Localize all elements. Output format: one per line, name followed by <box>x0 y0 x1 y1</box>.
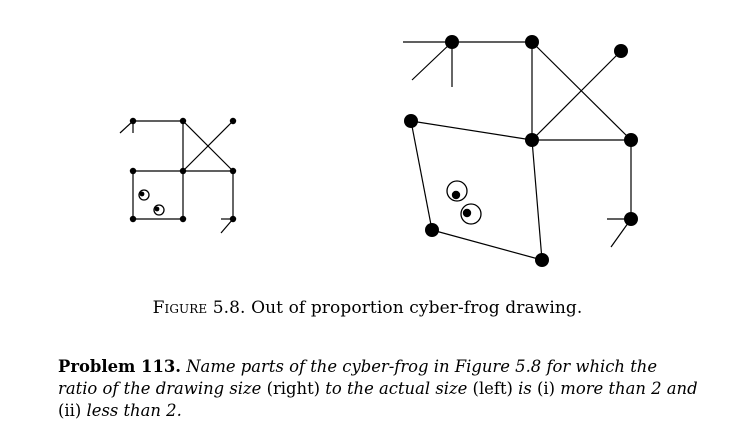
eye-ring <box>460 203 482 225</box>
vertex <box>445 35 459 49</box>
small-frog <box>119 117 237 234</box>
edge <box>410 120 533 141</box>
eye-pupil <box>139 191 145 197</box>
problem-text: is <box>518 379 532 398</box>
edge <box>410 120 433 231</box>
vertex <box>425 223 439 237</box>
edge <box>531 139 543 261</box>
edge <box>431 229 543 261</box>
figure-caption: Figure 5.8. Out of proportion cyber-frog… <box>0 298 735 318</box>
eye-pupil <box>451 190 461 200</box>
vertex <box>525 133 539 147</box>
problem-text: (left) <box>472 379 513 398</box>
eye-ring <box>153 204 165 216</box>
vertex <box>229 215 237 223</box>
eye-pupil <box>154 206 160 212</box>
problem-text: Name parts of the cyber-frog in Figure 5… <box>58 357 658 398</box>
vertex <box>525 35 539 49</box>
vertex <box>129 117 137 125</box>
problem-label: Problem 113. <box>58 357 181 376</box>
figure-5-8 <box>119 35 638 267</box>
vertex <box>624 212 638 226</box>
vertex <box>179 117 187 125</box>
eye-pupil <box>462 208 472 218</box>
caption-label: Figure 5.8. <box>152 298 246 318</box>
caption-text: Out of proportion cyber-frog drawing. <box>251 298 583 318</box>
problem-text: (i) <box>537 379 556 398</box>
large-frog <box>403 35 638 267</box>
vertex <box>179 167 187 175</box>
problem-text: more than 2 and <box>560 379 698 398</box>
vertex <box>129 167 137 175</box>
problem-text: to the actual size <box>325 379 468 398</box>
edge <box>531 50 622 141</box>
vertex <box>179 215 187 223</box>
edge <box>182 120 234 172</box>
vertex <box>535 253 549 267</box>
vertex <box>624 133 638 147</box>
vertex <box>129 215 137 223</box>
problem-statement: Problem 113. Name parts of the cyber-fro… <box>58 356 698 422</box>
eye-ring <box>446 180 468 202</box>
vertex <box>614 44 628 58</box>
eye-ring <box>138 189 150 201</box>
problem-text: (right) <box>266 379 321 398</box>
vertex <box>229 167 237 175</box>
vertex <box>404 114 418 128</box>
problem-text: (ii) <box>58 401 82 420</box>
leg-stub <box>411 41 453 81</box>
problem-text: less than 2. <box>86 401 182 420</box>
vertex <box>229 117 237 125</box>
